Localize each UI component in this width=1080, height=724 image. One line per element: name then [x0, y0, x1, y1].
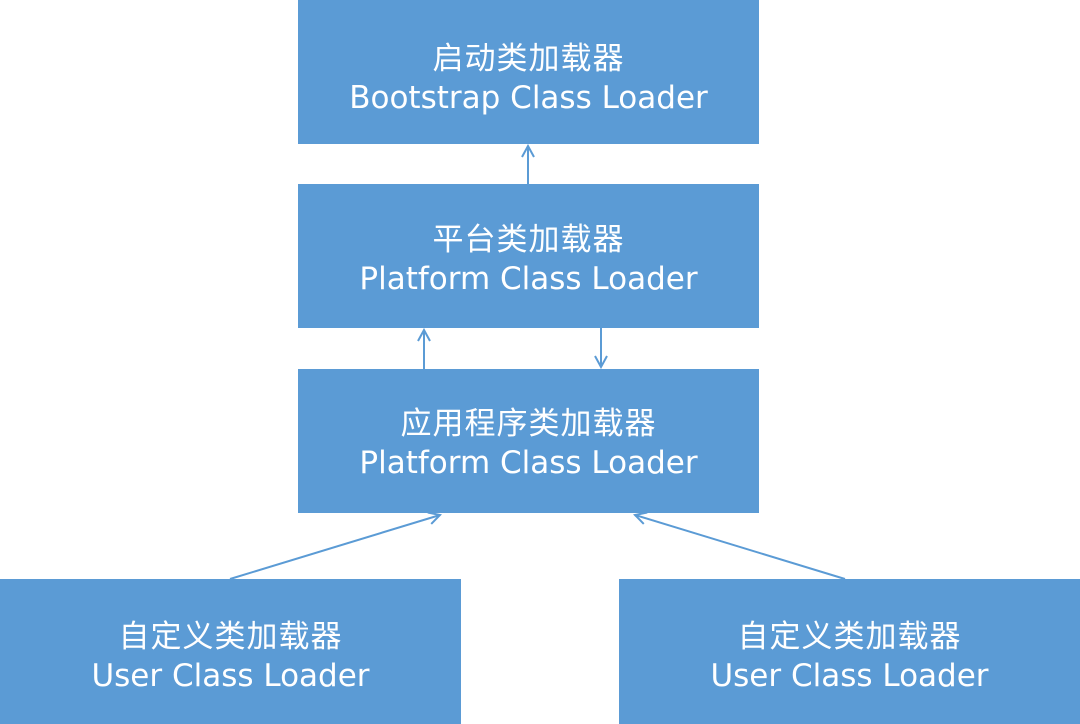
platform-zh-label: 平台类加载器: [432, 222, 625, 258]
user-class-loader-box-left: 自定义类加载器 User Class Loader: [0, 579, 461, 724]
arrow-user-right-to-app: [635, 515, 846, 580]
bootstrap-en-label: Bootstrap Class Loader: [349, 80, 708, 116]
user-right-en-label: User Class Loader: [710, 657, 989, 694]
bootstrap-class-loader-box: 启动类加载器 Bootstrap Class Loader: [298, 0, 759, 144]
user-left-zh-label: 自定义类加载器: [118, 618, 343, 655]
bootstrap-zh-label: 启动类加载器: [432, 41, 625, 77]
application-zh-label: 应用程序类加载器: [400, 406, 657, 442]
user-class-loader-box-right: 自定义类加载器 User Class Loader: [619, 579, 1080, 724]
user-right-zh-label: 自定义类加载器: [737, 618, 962, 655]
application-class-loader-box: 应用程序类加载器 Platform Class Loader: [298, 369, 759, 513]
platform-class-loader-box: 平台类加载器 Platform Class Loader: [298, 184, 759, 328]
platform-en-label: Platform Class Loader: [359, 261, 698, 297]
user-left-en-label: User Class Loader: [91, 657, 370, 694]
arrow-user-left-to-app: [229, 515, 440, 580]
application-en-label: Platform Class Loader: [359, 445, 698, 481]
